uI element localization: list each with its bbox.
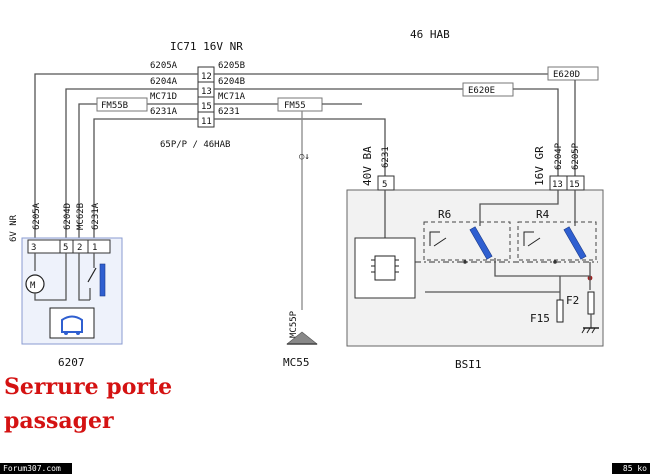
switch-actuator-icon: [99, 263, 106, 297]
bsi-wire-label: 6204P: [554, 142, 564, 170]
footer-site: Forum307.com: [0, 463, 72, 474]
lock-connector-label: 6V NR: [9, 214, 19, 242]
car-door-icon: [49, 307, 95, 339]
fuse-label: F15: [530, 312, 550, 325]
ground-name: MC55: [283, 356, 310, 369]
relay-contact-icon: [469, 226, 493, 260]
bsi-name: BSI1: [455, 358, 482, 371]
fuse-f2-icon: [587, 291, 595, 315]
lock-pin-number: 3: [31, 243, 36, 253]
relay-label: R4: [536, 208, 550, 221]
bsi-connector-40v: 40V BA: [361, 146, 374, 186]
footer-size: 85 ko: [612, 463, 650, 474]
wire-label: 6205B: [218, 61, 245, 71]
wire-label: 6204A: [150, 77, 178, 87]
wire-mc62: [78, 103, 97, 240]
lock-wire-label: MC62B: [76, 203, 86, 230]
bsi-pin-5: [377, 175, 395, 191]
lock-pin-number: 5: [63, 243, 68, 253]
caption-line-2: passager: [4, 408, 114, 434]
wire-6204: [65, 88, 198, 240]
pin-number: 15: [201, 102, 212, 112]
bsi-pin-number: 13: [552, 180, 563, 190]
motor-symbol: M: [30, 281, 36, 291]
splice-label: FM55B: [101, 101, 128, 111]
splice-label: E620D: [553, 70, 580, 80]
page-ref: 46 HAB: [410, 28, 450, 41]
pin-number: 12: [201, 72, 212, 82]
lock-wire-label: 6205A: [32, 202, 42, 230]
fuse-label: F2: [566, 294, 579, 307]
reference-label: 65P/P / 46HAB: [160, 140, 230, 150]
wire-6231: [93, 118, 198, 240]
ground-symbol-marker: ○↓: [299, 152, 310, 162]
lock-wire-label: 6231A: [91, 202, 101, 230]
bsi-wire-label: 6231: [381, 146, 391, 168]
pin-number: 11: [201, 117, 212, 127]
wire-label: 6231: [218, 107, 240, 117]
bsi-pin-number: 5: [382, 180, 387, 190]
wire-label: 6205A: [150, 61, 178, 71]
wire-label: 6231A: [150, 107, 178, 117]
splice-label: FM55: [284, 101, 306, 111]
ground-wire-label: MC55P: [289, 310, 299, 338]
wire-label: MC71A: [218, 92, 246, 102]
splice-label: E620E: [468, 86, 495, 96]
lock-name: 6207: [58, 356, 85, 369]
lock-connector-pins: [27, 239, 111, 254]
fuse-f15-icon: [556, 299, 564, 323]
relay-r4: [517, 221, 597, 261]
splice-fm55b: [96, 97, 148, 112]
wire-label: MC71D: [150, 92, 177, 102]
relay-label: R6: [438, 208, 451, 221]
bsi-wire-label: 6205P: [571, 142, 581, 170]
relay-contact-icon: [563, 226, 587, 260]
lock-pin-number: 1: [92, 243, 97, 253]
connector-code: IC71 16V NR: [170, 40, 243, 53]
bsi-connector-16v: 16V GR: [533, 146, 546, 186]
relay-r6: [423, 221, 511, 261]
wire-label: 6204B: [218, 77, 245, 87]
lock-pin-number: 2: [77, 243, 82, 253]
switch-icon: [87, 267, 97, 283]
pin-number: 13: [201, 87, 212, 97]
splice-e620d: [547, 66, 599, 81]
bsi-pin-number: 15: [569, 180, 580, 190]
caption-line-1: Serrure porte: [4, 374, 173, 400]
lock-wire-label: 6204D: [63, 203, 73, 230]
wire-6205: [34, 73, 198, 240]
